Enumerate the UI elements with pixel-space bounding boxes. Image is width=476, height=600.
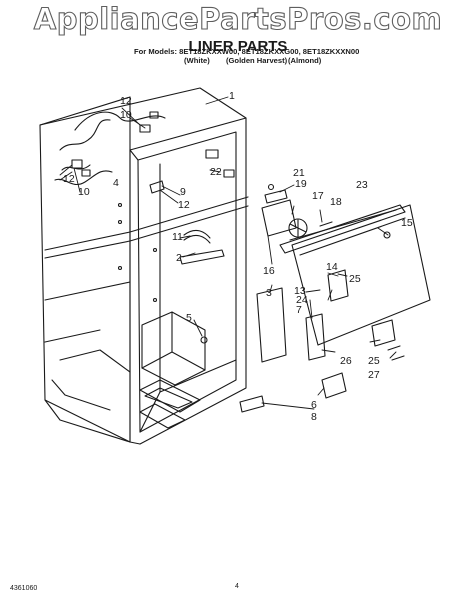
callout-numbers: 1 2 11 5 6 8 12 10 12 10 4 9 12 22 21 19… bbox=[63, 90, 413, 423]
callout-14: 14 bbox=[326, 261, 338, 273]
callout-15: 15 bbox=[401, 217, 413, 229]
callout-24: 24 bbox=[296, 294, 308, 306]
callout-7: 7 bbox=[296, 304, 302, 316]
callout-26: 26 bbox=[340, 355, 352, 367]
page-number: 4 bbox=[235, 583, 239, 590]
diagram-title: LINER PARTS bbox=[188, 38, 288, 55]
leader-lines bbox=[59, 96, 397, 410]
callout-27: 27 bbox=[368, 369, 380, 381]
callout-18: 18 bbox=[330, 196, 342, 208]
document-number: 4361060 bbox=[10, 585, 38, 592]
callout-4: 4 bbox=[113, 177, 119, 189]
callout-3: 3 bbox=[266, 287, 272, 299]
watermark: AppliancePartsPros.com bbox=[33, 1, 443, 36]
callout-12-left: 12 bbox=[63, 173, 75, 185]
callout-12-mid: 12 bbox=[178, 199, 190, 211]
callout-10-left: 10 bbox=[78, 186, 90, 198]
callout-11: 11 bbox=[172, 231, 183, 243]
callout-2: 2 bbox=[176, 252, 182, 264]
callout-23: 23 bbox=[356, 179, 368, 191]
callout-10-top: 10 bbox=[120, 109, 132, 121]
callout-17: 17 bbox=[312, 190, 324, 202]
internal-parts bbox=[149, 180, 225, 344]
cabinet-liner bbox=[39, 87, 249, 445]
variant-white: (White) bbox=[184, 56, 210, 65]
callout-9: 9 bbox=[180, 186, 186, 198]
callout-25-lower: 25 bbox=[368, 355, 380, 367]
callout-5: 5 bbox=[186, 312, 192, 324]
callout-8: 8 bbox=[311, 411, 317, 423]
callout-22: 22 bbox=[210, 166, 222, 178]
variant-golden-harvest: (Golden Harvest) bbox=[226, 56, 288, 65]
model-list: For Models: 8ET18ZKXXW00, 8ET18ZKXXG00, … bbox=[134, 47, 360, 56]
callout-19: 19 bbox=[295, 178, 307, 190]
callout-6: 6 bbox=[311, 399, 317, 411]
callout-12-top: 12 bbox=[120, 95, 132, 107]
callout-25-upper: 25 bbox=[349, 273, 361, 285]
callout-1: 1 bbox=[229, 90, 235, 102]
variant-almond: (Almond) bbox=[288, 56, 322, 65]
callout-21: 21 bbox=[293, 167, 305, 179]
callout-13: 13 bbox=[294, 285, 306, 297]
air-duct-assembly bbox=[239, 183, 431, 413]
callout-16: 16 bbox=[263, 265, 275, 277]
